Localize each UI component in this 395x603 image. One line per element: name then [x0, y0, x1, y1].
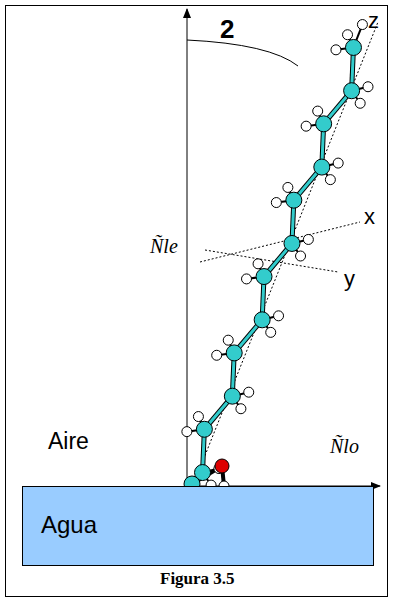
- axis-label: y: [344, 268, 355, 290]
- axis-label: x: [364, 206, 375, 228]
- carbon-atom: [254, 312, 270, 328]
- hydrogen-atom: [296, 251, 306, 261]
- carbon-atom: [196, 421, 212, 437]
- hydrogen-atom: [343, 30, 353, 40]
- region-label: Agua: [41, 513, 97, 537]
- hydrogen-atom: [357, 20, 367, 30]
- hydrogen-atom: [283, 182, 293, 192]
- carbon-atom: [316, 116, 332, 132]
- molecule: [176, 20, 373, 504]
- z-axis: [196, 22, 378, 478]
- carbon-atom: [284, 235, 300, 251]
- hydrogen-atom: [266, 327, 276, 337]
- hydrogen-atom: [182, 427, 192, 437]
- region-label: Aire: [48, 430, 89, 453]
- hydrogen-atom: [363, 82, 373, 92]
- carbon-atom: [345, 39, 361, 55]
- hydrogen-atom: [355, 98, 365, 108]
- axis-label: Ñle: [150, 236, 178, 256]
- hydrogen-atom: [313, 106, 323, 116]
- hydrogen-atom: [212, 350, 222, 360]
- vertical-axis: [187, 9, 188, 486]
- hydrogen-atom: [223, 335, 233, 345]
- hydrogen-atom: [271, 198, 281, 208]
- water-region: Agua: [22, 486, 374, 566]
- carbon-atom: [224, 388, 240, 404]
- hydrogen-atom: [325, 175, 335, 185]
- hydrogen-atom: [333, 158, 343, 168]
- angle-label: 2: [218, 16, 236, 42]
- hydrogen-atom: [253, 259, 263, 269]
- hydrogen-atom: [193, 412, 203, 422]
- hydrogen-atom: [303, 234, 313, 244]
- angle-arc: [187, 40, 298, 66]
- oxygen-atom: [215, 459, 229, 473]
- axis-label: Ñlo: [330, 436, 359, 456]
- figure-caption: Figura 3.5: [160, 570, 235, 587]
- hydrogen-atom: [236, 404, 246, 414]
- hydrogen-atom: [331, 45, 341, 55]
- carbon-atom: [286, 192, 302, 208]
- carbon-atom: [344, 83, 360, 99]
- hydrogen-atom: [301, 121, 311, 131]
- carbon-atom: [256, 269, 272, 285]
- carbon-atom: [226, 345, 242, 361]
- hydrogen-atom: [244, 387, 254, 397]
- hydrogen-atom: [274, 311, 284, 321]
- carbon-atom: [314, 159, 330, 175]
- axis-label: z: [368, 10, 379, 32]
- hydrogen-atom: [242, 274, 252, 284]
